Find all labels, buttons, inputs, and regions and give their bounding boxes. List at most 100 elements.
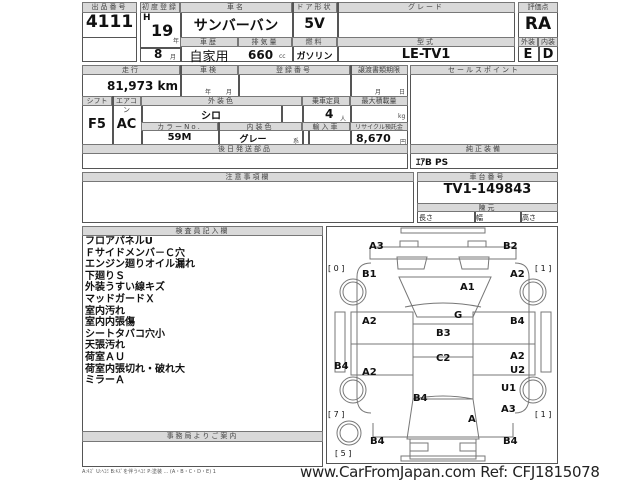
damage-mark: B4: [334, 361, 349, 372]
damage-mark: U2: [510, 365, 526, 376]
col-line: [180, 65, 182, 96]
mileage-label: 走行: [82, 65, 180, 75]
later-parts-label: 後日発送部品: [82, 144, 408, 154]
shift: F5: [88, 117, 106, 132]
score: RA: [524, 14, 552, 34]
length-label: 長さ: [419, 214, 433, 222]
lot-label: 出品番号: [82, 2, 137, 13]
history-label: 車歴: [180, 37, 238, 47]
legend-footer: A:ｷｽﾞ U:ﾍｺﾐ B:ｷｽﾞを伴うﾍｺﾐ P:塗装 ... (A・B・C・…: [82, 469, 216, 475]
damage-mark: A1: [460, 282, 475, 293]
damage-mark: A2: [362, 367, 377, 378]
note-item: 荷室ＡＵ: [85, 351, 125, 363]
recycle-unit: 円: [400, 139, 407, 146]
note-item: ミラーＡ: [85, 375, 125, 387]
damage-mark: B2: [503, 241, 518, 252]
note-item: 荷室内張切れ・破れ大: [85, 363, 185, 375]
note-item: シートタバコ穴小: [85, 328, 165, 340]
equipment-label: 純正装備: [410, 144, 558, 154]
width-label: 幅: [476, 214, 483, 222]
transfer-day-unit: 日: [399, 89, 406, 96]
col-line: [474, 212, 476, 223]
note-item: フロアパネルU: [85, 236, 153, 247]
note-item: エンジン廻りオイル漏れ: [85, 259, 195, 271]
damage-mark: B4: [413, 393, 428, 404]
color-no: 59M: [167, 132, 192, 143]
damage-mark: A2: [510, 351, 525, 362]
inspection-year-unit: 年: [205, 89, 212, 96]
car-name: サンバーバン: [193, 18, 279, 34]
damage-mark: U1: [501, 383, 517, 394]
rear-gate: [409, 438, 477, 460]
damage-mark: B4: [370, 436, 385, 447]
capacity: 4: [325, 107, 334, 121]
max-load-unit: kg: [398, 113, 406, 120]
note-item: 天張汚れ: [85, 340, 125, 352]
lot-number: 4111: [85, 12, 134, 32]
history: 自家用: [189, 50, 229, 65]
front-bumper: [369, 246, 517, 260]
max-load-label: 最大積載量: [350, 96, 408, 106]
fuel-label: 燃料: [292, 37, 337, 47]
registration-label: 登録番号: [238, 65, 350, 75]
int-color-unit: 系: [293, 138, 300, 145]
col-line: [337, 2, 339, 62]
int-color-label: 内装色: [218, 122, 302, 131]
rear-bumper: [372, 423, 514, 438]
recycle-label: リサイクル預託金: [350, 122, 408, 131]
hood: [398, 276, 492, 318]
body-sides: [356, 262, 530, 414]
transfer-label: 譲渡書類期限: [350, 65, 408, 75]
int-score-label: 内装: [538, 37, 558, 47]
tire-depth: [ 0 ]: [328, 264, 345, 273]
note-item: マッドガードＸ: [85, 293, 155, 305]
damage-diagram: A3 B2 B1 A2 A1 G A2 B4 B3 C2 A2 B4 A2 U2…: [326, 226, 558, 464]
sales-point-label: セールスポイント: [410, 65, 558, 75]
inspector-notes: フロアパネルU Ｆサイドメンバ－Ｃ穴 エンジン廻りオイル漏れ 下廻りＳ 外装うす…: [85, 236, 195, 387]
ext-color: シロ: [201, 111, 221, 122]
grade-label: グレード: [337, 2, 515, 13]
inspection-month-unit: 月: [226, 89, 233, 96]
office-label: 事務局よりご案内: [82, 431, 323, 442]
int-color: グレー: [239, 135, 267, 145]
height-label: 高さ: [522, 214, 536, 222]
note-item: Ｆサイドメンバ－Ｃ穴: [85, 247, 185, 259]
ext-score-label: 外装: [518, 37, 538, 47]
col-line: [218, 122, 220, 145]
inspector-label: 検査員記入欄: [82, 226, 323, 236]
displacement: 660: [248, 48, 274, 62]
chassis-label: 車台番号: [417, 172, 558, 182]
col-line: [538, 47, 540, 62]
damage-mark: A3: [369, 241, 384, 252]
shift-label: シフト: [82, 96, 112, 106]
col-line: [520, 212, 522, 223]
inspector-box: [82, 226, 323, 467]
door-label: ドア形状: [292, 2, 337, 13]
month-unit: 月: [170, 54, 177, 61]
recycle-fee: 8,670: [356, 132, 391, 145]
col-line: [308, 131, 310, 145]
note-item: 室内汚れ: [85, 305, 125, 317]
transfer-month-unit: 月: [375, 89, 382, 96]
tire-depth: [ 5 ]: [335, 449, 352, 458]
first-reg-era: H: [143, 13, 151, 23]
damage-mark: B4: [510, 316, 525, 327]
display-label: 陳元: [417, 203, 558, 212]
damage-mark: A2: [510, 269, 525, 280]
door-type: 5V: [304, 16, 325, 32]
watermark: www.CarFromJapan.com Ref: CFJ1815078: [300, 463, 600, 481]
col-line: [281, 106, 283, 122]
aircon-label: エアコン: [112, 96, 141, 114]
notes-label: 注意事項欄: [82, 172, 414, 182]
ext-color-label: 外装色: [141, 96, 302, 106]
lot-divider: [82, 37, 137, 62]
score-label: 評価点: [518, 2, 558, 13]
row-line: [140, 47, 180, 49]
damage-mark: A: [468, 414, 476, 425]
headlights: [396, 256, 490, 270]
first-reg-label: 初度登録: [140, 2, 180, 13]
aircon: AC: [116, 117, 137, 132]
note-item: 外装うすい線キズ: [85, 282, 165, 294]
int-score: D: [542, 47, 554, 62]
damage-mark: B4: [503, 436, 518, 447]
